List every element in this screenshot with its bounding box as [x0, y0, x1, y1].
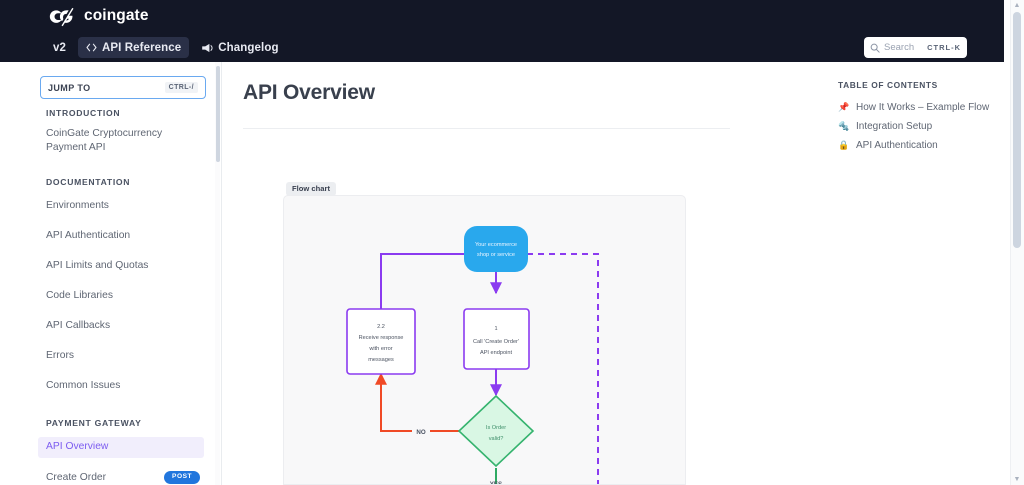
sidebar-item-label: Code Libraries — [46, 289, 113, 301]
edge-label-no-backdrop — [412, 425, 430, 436]
page-scrollbar-thumb[interactable] — [1013, 12, 1021, 248]
megaphone-icon — [202, 43, 213, 52]
nav-item-version[interactable]: v2 — [45, 37, 74, 58]
sidebar-item-environments[interactable]: Environments — [0, 196, 218, 216]
flow-node-line: API endpoint — [480, 350, 512, 356]
code-brackets-icon — [86, 43, 97, 52]
page-title: API Overview — [243, 81, 375, 104]
edge-callback-return-to-shop — [512, 248, 599, 484]
sidebar-item-label: Errors — [46, 349, 75, 361]
pushpin-icon: 📌 — [838, 102, 850, 112]
toc-item-api-authentication[interactable]: 🔒 API Authentication — [838, 140, 998, 151]
sidebar-section-title-introduction: INTRODUCTION — [46, 108, 121, 118]
nav-item-label: API Reference — [102, 41, 182, 54]
edge-label-yes: YES — [490, 481, 502, 485]
flow-node-line: Your ecommerce — [475, 242, 517, 248]
sidebar-item-api-callbacks[interactable]: API Callbacks — [0, 316, 218, 336]
jump-to-search[interactable]: JUMP TO CTRL-/ — [40, 76, 206, 99]
title-divider — [243, 128, 730, 129]
sidebar-section-title-payment-gateway: PAYMENT GATEWAY — [46, 417, 142, 428]
lock-icon: 🔒 — [838, 140, 850, 150]
sidebar-item-api-overview[interactable]: API Overview — [38, 436, 204, 458]
edge-label-no: NO — [416, 429, 425, 436]
flow-node-ecommerce-shop[interactable]: Your ecommerce shop or service — [464, 226, 528, 272]
sidebar-item-label: API Overview — [46, 441, 109, 453]
nav-item-label: v2 — [53, 41, 66, 54]
toc-item-how-it-works[interactable]: 📌 How It Works – Example Flow — [838, 102, 998, 113]
sidebar-item-label: API Limits and Quotas — [46, 259, 149, 271]
primary-nav: v2 API Reference Changelog — [45, 37, 287, 58]
flow-node-receive-error-response[interactable]: 2.2 Receive response with error messages — [346, 308, 416, 375]
flow-node-line: 1 — [494, 326, 497, 332]
toc-item-label: API Authentication — [856, 140, 938, 151]
flow-node-line: Is Order — [486, 425, 506, 431]
nav-item-changelog[interactable]: Changelog — [193, 37, 286, 58]
search-input[interactable]: Search CTRL-K — [864, 37, 967, 58]
sidebar-nav: INTRODUCTION CoinGate Cryptocurrency Pay… — [0, 108, 218, 485]
flow-node-line: messages — [368, 357, 394, 363]
nav-item-label: Changelog — [218, 41, 279, 54]
search-icon — [870, 43, 880, 53]
top-navigation-bar: coingate v2 API Reference Changelog — [0, 0, 1004, 62]
sidebar-item-errors[interactable]: Errors — [0, 346, 218, 366]
coingate-cg-logo-icon — [49, 6, 74, 26]
sidebar-scrollbar-thumb[interactable] — [215, 66, 220, 162]
flow-node-call-create-order[interactable]: 1 Call 'Create Order' API endpoint — [463, 308, 530, 370]
sidebar-item-label: API Callbacks — [46, 319, 111, 331]
flow-node-is-order-valid[interactable]: Is Order valid? — [457, 394, 535, 468]
sidebar-item-label: Environments — [46, 199, 109, 211]
wrench-icon: 🔩 — [838, 121, 850, 131]
flow-node-line: valid? — [489, 436, 504, 442]
sidebar-section-title-documentation: DOCUMENTATION — [46, 176, 131, 187]
flow-node-line: Receive response — [359, 335, 404, 341]
search-shortcut-hint: CTRL-K — [927, 43, 961, 52]
sidebar-item-label: Create Order — [46, 471, 107, 483]
toc-title: TABLE OF CONTENTS — [838, 80, 938, 90]
jump-to-label: JUMP TO — [48, 82, 91, 93]
method-badge-post: POST — [164, 471, 200, 485]
table-of-contents: TABLE OF CONTENTS 📌 How It Works – Examp… — [838, 80, 998, 159]
nav-item-api-reference[interactable]: API Reference — [78, 37, 190, 58]
sidebar: JUMP TO CTRL-/ INTRODUCTION CoinGate Cry… — [0, 62, 222, 485]
toc-item-integration-setup[interactable]: 🔩 Integration Setup — [838, 121, 998, 132]
flow-node-line: 2.2 — [377, 324, 385, 330]
edge-no-to-error-response — [375, 372, 469, 432]
scroll-up-arrow-icon[interactable]: ▲ — [1013, 2, 1021, 9]
flowchart-caption: Flow chart — [286, 182, 336, 196]
sidebar-item-code-libraries[interactable]: Code Libraries — [0, 286, 218, 306]
sidebar-item-common-issues[interactable]: Common Issues — [0, 376, 218, 396]
flowchart-diagram: Your ecommerce shop or service 2.2 Recei… — [346, 226, 599, 485]
sidebar-item-api-limits-and-quotas[interactable]: API Limits and Quotas — [0, 256, 218, 276]
brand-name: coingate — [84, 7, 149, 24]
search-placeholder: Search — [884, 42, 915, 53]
sidebar-item-create-order[interactable]: Create Order POST — [0, 468, 218, 485]
sidebar-scrollbar-track[interactable]: ▲ — [215, 62, 220, 485]
flow-node-line: shop or service — [477, 252, 515, 258]
sidebar-item-api-authentication[interactable]: API Authentication — [0, 226, 218, 246]
flowchart-panel: Your ecommerce shop or service 2.2 Recei… — [283, 195, 686, 485]
flow-node-line: with error — [368, 346, 392, 352]
brand-logo[interactable]: coingate — [45, 4, 149, 28]
flow-node-line: Call 'Create Order' — [473, 339, 519, 345]
toc-item-label: Integration Setup — [856, 121, 933, 132]
sidebar-item-label: Common Issues — [46, 379, 121, 391]
scroll-down-arrow-icon[interactable]: ▼ — [1013, 476, 1021, 483]
toc-item-label: How It Works – Example Flow — [856, 102, 990, 113]
jump-to-shortcut: CTRL-/ — [164, 82, 198, 93]
sidebar-item-coingate-cryptocurrency-payment-api[interactable]: CoinGate Cryptocurrency Payment API — [46, 128, 163, 153]
sidebar-item-label: API Authentication — [46, 229, 131, 241]
